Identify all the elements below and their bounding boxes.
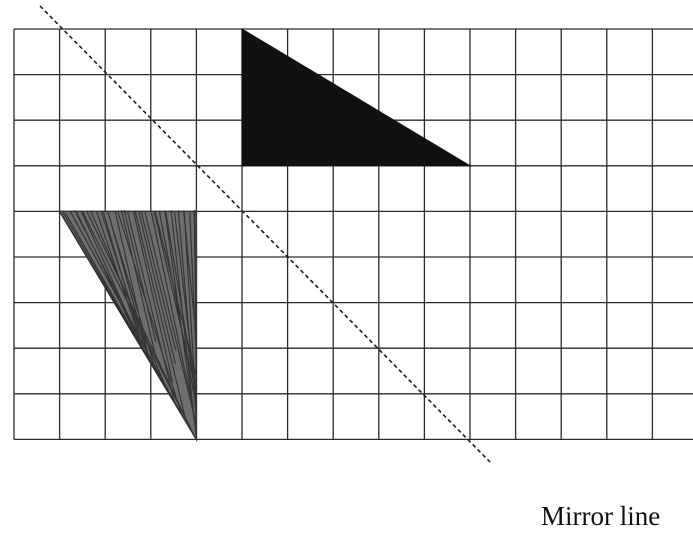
- mirror-line: [39, 5, 491, 463]
- shapes: [58, 28, 472, 443]
- original-triangle: [241, 28, 472, 167]
- mirror-line-label: Mirror line: [541, 501, 661, 531]
- hand-shading-strokes: [59, 209, 197, 439]
